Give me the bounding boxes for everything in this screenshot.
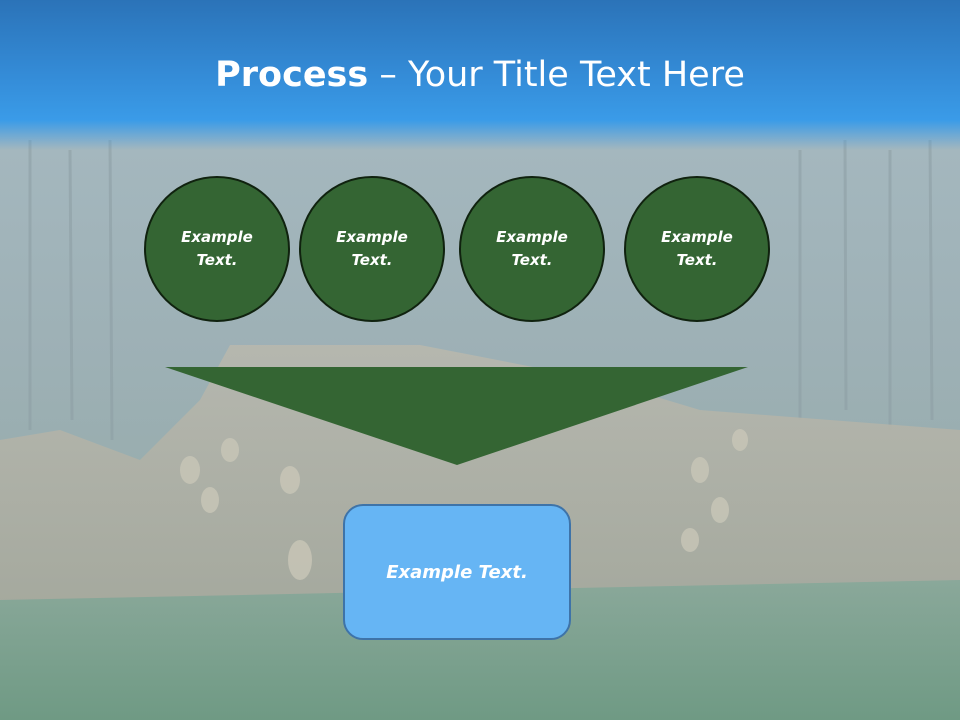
result-box[interactable]: Example Text.	[343, 504, 571, 640]
slide-title: Process – Your Title Text Here	[0, 52, 960, 98]
title-rest: – Your Title Text Here	[368, 55, 745, 95]
result-text: Example Text.	[386, 561, 528, 583]
title-bold: Process	[215, 55, 369, 95]
header-band	[0, 0, 960, 150]
funnel-arrow	[165, 367, 748, 465]
